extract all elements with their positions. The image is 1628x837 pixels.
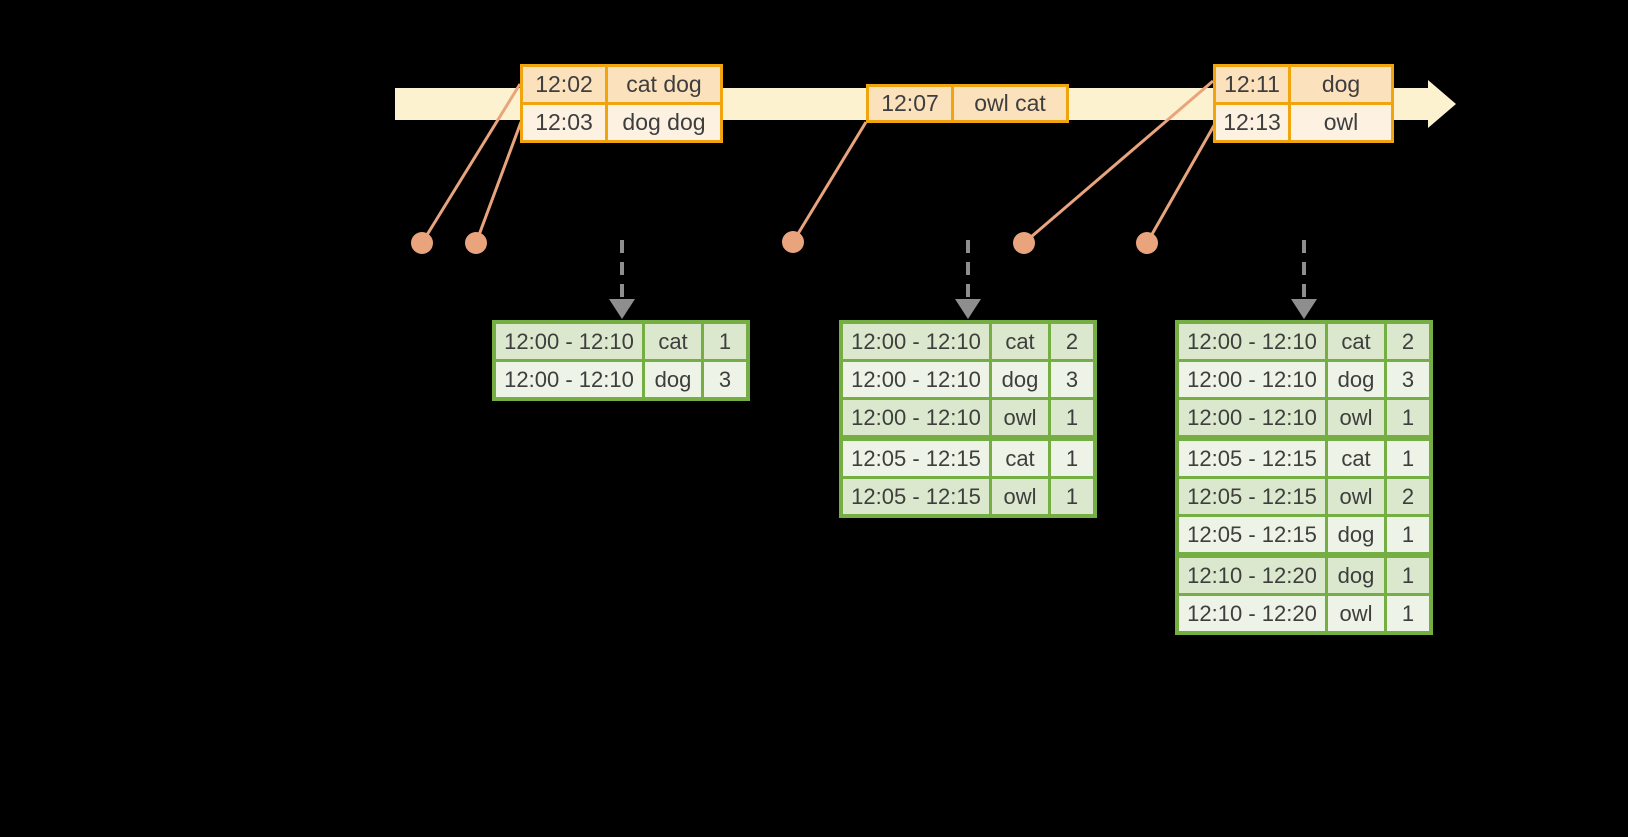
window-cell: 12:00 - 12:10 <box>843 324 989 359</box>
result-row: 12:00 - 12:10 owl 1 <box>1179 400 1429 435</box>
count-cell: 1 <box>1051 479 1093 514</box>
connector-line <box>1145 121 1218 244</box>
event-words-cell: cat dog <box>608 67 720 102</box>
window-cell: 12:05 - 12:15 <box>1179 441 1325 476</box>
event-time-cell: 12:03 <box>523 105 605 140</box>
window-cell: 12:00 - 12:10 <box>843 400 989 435</box>
count-cell: 1 <box>1387 441 1429 476</box>
count-cell: 1 <box>1387 558 1429 593</box>
word-cell: owl <box>1328 479 1384 514</box>
timeline-arrow-head-icon <box>1428 80 1456 128</box>
count-cell: 2 <box>1387 324 1429 359</box>
window-cell: 12:05 - 12:15 <box>1179 517 1325 552</box>
result-row: 12:05 - 12:15 cat 1 <box>1179 441 1429 476</box>
event-time-cell: 12:07 <box>869 87 951 120</box>
window-group: 12:00 - 12:10 cat 2 12:00 - 12:10 dog 3 … <box>1179 324 1429 435</box>
count-cell: 1 <box>1387 400 1429 435</box>
event-row: 12:07 owl cat <box>869 87 1066 120</box>
down-arrowhead-icon <box>1291 299 1317 319</box>
word-cell: dog <box>1328 558 1384 593</box>
window-group: 12:05 - 12:15 cat 1 12:05 - 12:15 owl 1 <box>843 441 1093 514</box>
event-words-cell: owl cat <box>954 87 1066 120</box>
count-cell: 3 <box>1387 362 1429 397</box>
word-cell: cat <box>1328 324 1384 359</box>
event-words-cell: owl <box>1291 105 1391 140</box>
result-row: 12:00 - 12:10 dog 3 <box>1179 362 1429 397</box>
count-cell: 1 <box>1387 517 1429 552</box>
event-time-cell: 12:11 <box>1216 67 1288 102</box>
event-row: 12:13 owl <box>1216 105 1391 140</box>
event-row: 12:02 cat dog <box>523 67 720 102</box>
window-cell: 12:00 - 12:10 <box>1179 362 1325 397</box>
event-dot <box>411 232 433 254</box>
window-group: 12:00 - 12:10 cat 1 12:00 - 12:10 dog 3 <box>496 324 746 397</box>
result-row: 12:05 - 12:15 owl 2 <box>1179 479 1429 514</box>
word-cell: cat <box>645 324 701 359</box>
window-cell: 12:10 - 12:20 <box>1179 558 1325 593</box>
window-group: 12:05 - 12:15 cat 1 12:05 - 12:15 owl 2 … <box>1179 441 1429 552</box>
result-row: 12:00 - 12:10 dog 3 <box>496 362 746 397</box>
window-cell: 12:00 - 12:10 <box>496 324 642 359</box>
connector-line <box>791 121 868 243</box>
count-cell: 1 <box>704 324 746 359</box>
result-row: 12:10 - 12:20 dog 1 <box>1179 558 1429 593</box>
count-cell: 3 <box>1051 362 1093 397</box>
result-row: 12:05 - 12:15 owl 1 <box>843 479 1093 514</box>
count-cell: 2 <box>1051 324 1093 359</box>
down-arrowhead-icon <box>955 299 981 319</box>
event-dot <box>465 232 487 254</box>
event-dot <box>1136 232 1158 254</box>
event-table-1: 12:02 cat dog 12:03 dog dog <box>520 64 723 143</box>
result-table-2: 12:00 - 12:10 cat 2 12:00 - 12:10 dog 3 … <box>839 320 1097 518</box>
result-row: 12:00 - 12:10 cat 1 <box>496 324 746 359</box>
window-cell: 12:00 - 12:10 <box>843 362 989 397</box>
result-row: 12:00 - 12:10 dog 3 <box>843 362 1093 397</box>
count-cell: 2 <box>1387 479 1429 514</box>
word-cell: cat <box>1328 441 1384 476</box>
window-cell: 12:00 - 12:10 <box>1179 400 1325 435</box>
connector-line <box>474 121 523 244</box>
event-table-3: 12:11 dog 12:13 owl <box>1213 64 1394 143</box>
down-arrowhead-icon <box>609 299 635 319</box>
event-table-2: 12:07 owl cat <box>866 84 1069 123</box>
event-row: 12:03 dog dog <box>523 105 720 140</box>
word-cell: owl <box>1328 596 1384 631</box>
result-row: 12:05 - 12:15 cat 1 <box>843 441 1093 476</box>
count-cell: 1 <box>1387 596 1429 631</box>
event-dot <box>1013 232 1035 254</box>
word-cell: dog <box>1328 362 1384 397</box>
word-cell: dog <box>645 362 701 397</box>
word-cell: cat <box>992 441 1048 476</box>
window-cell: 12:00 - 12:10 <box>1179 324 1325 359</box>
window-cell: 12:00 - 12:10 <box>496 362 642 397</box>
window-cell: 12:05 - 12:15 <box>1179 479 1325 514</box>
word-cell: owl <box>992 400 1048 435</box>
window-group: 12:00 - 12:10 cat 2 12:00 - 12:10 dog 3 … <box>843 324 1093 435</box>
event-words-cell: dog dog <box>608 105 720 140</box>
event-time-cell: 12:02 <box>523 67 605 102</box>
result-table-1: 12:00 - 12:10 cat 1 12:00 - 12:10 dog 3 <box>492 320 750 401</box>
result-row: 12:00 - 12:10 cat 2 <box>843 324 1093 359</box>
event-words-cell: dog <box>1291 67 1391 102</box>
event-time-cell: 12:13 <box>1216 105 1288 140</box>
result-table-3: 12:00 - 12:10 cat 2 12:00 - 12:10 dog 3 … <box>1175 320 1433 635</box>
event-dot <box>782 231 804 253</box>
window-cell: 12:05 - 12:15 <box>843 441 989 476</box>
result-row: 12:00 - 12:10 owl 1 <box>843 400 1093 435</box>
window-cell: 12:10 - 12:20 <box>1179 596 1325 631</box>
event-row: 12:11 dog <box>1216 67 1391 102</box>
word-cell: owl <box>992 479 1048 514</box>
result-row: 12:10 - 12:20 owl 1 <box>1179 596 1429 631</box>
word-cell: cat <box>992 324 1048 359</box>
word-cell: owl <box>1328 400 1384 435</box>
word-cell: dog <box>1328 517 1384 552</box>
result-row: 12:00 - 12:10 cat 2 <box>1179 324 1429 359</box>
word-cell: dog <box>992 362 1048 397</box>
result-row: 12:05 - 12:15 dog 1 <box>1179 517 1429 552</box>
window-cell: 12:05 - 12:15 <box>843 479 989 514</box>
window-group: 12:10 - 12:20 dog 1 12:10 - 12:20 owl 1 <box>1179 558 1429 631</box>
count-cell: 1 <box>1051 441 1093 476</box>
count-cell: 3 <box>704 362 746 397</box>
count-cell: 1 <box>1051 400 1093 435</box>
